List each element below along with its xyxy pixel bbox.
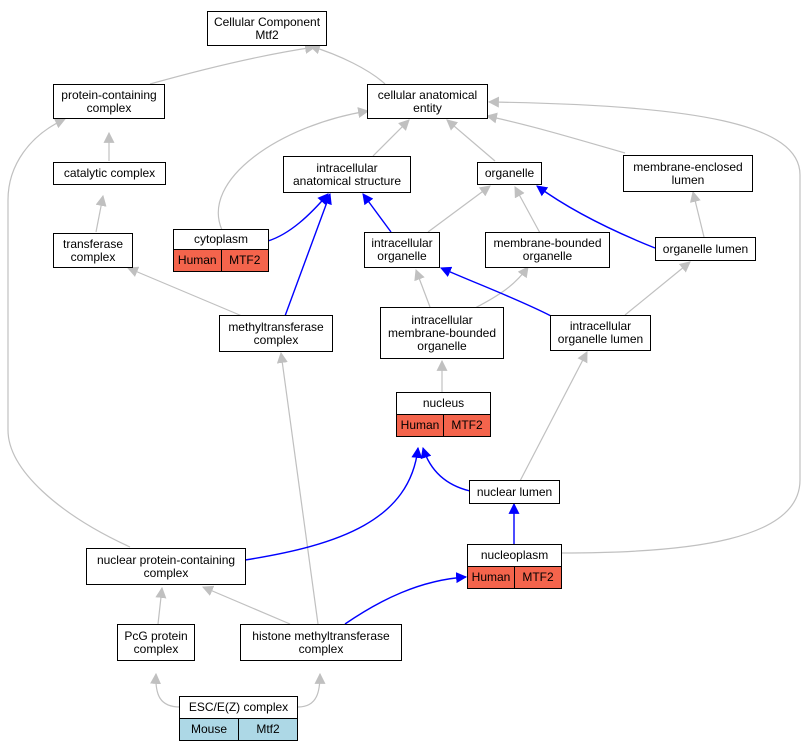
node-cytoplasm[interactable]: cytoplasm Human MTF2 <box>173 229 269 272</box>
edge-organelle-to-anatomical-entity <box>446 119 496 162</box>
edge-intra-mb-organelle-to-intra-organelle <box>414 268 431 308</box>
node-organelle-lumen[interactable]: organelle lumen <box>655 237 756 261</box>
node-transferase-complex[interactable]: transferase complex <box>53 233 133 268</box>
gene-cell: MTF2 <box>443 415 490 436</box>
node-organelle[interactable]: organelle <box>477 162 542 185</box>
edge-intra-organelle-to-organelle <box>427 185 491 233</box>
edge-intra-lumen-to-intra-organelle-blue <box>439 266 552 317</box>
edge-nuclear-lumen-to-intra-lumen <box>519 351 588 482</box>
edge-lumen-to-anatomical-entity <box>485 112 626 154</box>
species-cell: Human <box>468 567 514 588</box>
edge-anatomical-entity-to-root <box>308 43 386 85</box>
edge-esc-to-pcg <box>150 672 181 708</box>
node-nucleoplasm[interactable]: nucleoplasm Human MTF2 <box>467 544 562 589</box>
edge-pcg-to-nuclear-complex <box>155 586 167 625</box>
gene-cell: Mtf2 <box>238 719 297 740</box>
edge-protein-complex-to-root <box>149 42 317 85</box>
node-cellular-anatomical-entity[interactable]: cellular anatomical entity <box>367 84 488 119</box>
edge-intra-lumen-to-organelle-lumen <box>624 261 691 316</box>
gene-cell: MTF2 <box>514 567 561 588</box>
node-nuclear-lumen[interactable]: nuclear lumen <box>469 480 560 504</box>
species-cell: Human <box>174 250 221 271</box>
node-histone-methyltransferase-complex[interactable]: histone methyltransferase complex <box>240 624 402 661</box>
edge-intra-organelle-to-structure-blue <box>362 193 392 233</box>
edge-nucleoplasm-to-anatomical-entity <box>487 96 801 554</box>
node-intracellular-membrane-bounded-organelle[interactable]: intracellular membrane-bounded organelle <box>380 307 504 359</box>
node-nucleus-label: nucleus <box>397 393 490 415</box>
node-pcg-protein-complex[interactable]: PcG protein complex <box>117 624 195 661</box>
node-protein-containing-complex[interactable]: protein-containing complex <box>53 84 165 119</box>
edge-transferase-to-catalytic <box>95 194 107 233</box>
edge-structure-to-anatomical-entity <box>372 119 410 157</box>
node-intracellular-organelle[interactable]: intracellular organelle <box>364 232 440 268</box>
edge-nuclear-complex-to-protein-complex <box>7 118 131 548</box>
edge-methyltransferase-to-transferase <box>126 266 243 317</box>
node-esc-e-z-complex[interactable]: ESC/E(Z) complex Mouse Mtf2 <box>179 696 298 741</box>
edge-cytoplasm-to-structure-blue <box>267 193 329 242</box>
node-nuclear-protein-containing-complex[interactable]: nuclear protein-containing complex <box>86 548 246 585</box>
edge-nuclear-complex-to-nucleus-blue <box>244 446 423 561</box>
node-esc-e-z-complex-label: ESC/E(Z) complex <box>180 697 297 719</box>
edge-organelle-lumen-to-membrane-lumen <box>690 190 705 238</box>
edge-esc-to-histone <box>297 672 326 708</box>
edge-histone-to-nucleoplasm-blue <box>344 572 468 625</box>
species-cell: Mouse <box>180 719 238 740</box>
node-membrane-bounded-organelle[interactable]: membrane-bounded organelle <box>485 232 610 268</box>
node-methyltransferase-complex[interactable]: methyltransferase complex <box>219 315 333 352</box>
edge-histone-to-methyltransferase <box>276 351 319 625</box>
node-cytoplasm-label: cytoplasm <box>174 230 268 250</box>
species-cell: Human <box>397 415 443 436</box>
node-root[interactable]: Cellular Component Mtf2 <box>207 11 327 46</box>
node-catalytic-complex[interactable]: catalytic complex <box>53 162 166 185</box>
node-intracellular-organelle-lumen[interactable]: intracellular organelle lumen <box>550 315 651 351</box>
edge-cytoplasm-to-anatomical-entity <box>217 107 370 231</box>
gene-cell: MTF2 <box>220 250 268 271</box>
edge-intra-organelle-to-organelle-blue <box>536 185 656 249</box>
edge-nuclear-lumen-to-nucleus-blue <box>420 446 471 492</box>
edge-methyltransferase-to-structure-blue <box>284 192 332 317</box>
edge-histone-to-nuclear-complex <box>201 585 291 625</box>
node-nucleoplasm-label: nucleoplasm <box>468 545 561 567</box>
node-nucleus[interactable]: nucleus Human MTF2 <box>396 392 491 437</box>
node-membrane-enclosed-lumen[interactable]: membrane-enclosed lumen <box>623 155 753 192</box>
edge-membrane-bounded-to-organelle <box>514 186 541 234</box>
edge-intra-mb-organelle-to-mb-organelle <box>474 266 529 309</box>
node-intracellular-anatomical-structure[interactable]: intracellular anatomical structure <box>283 156 411 193</box>
